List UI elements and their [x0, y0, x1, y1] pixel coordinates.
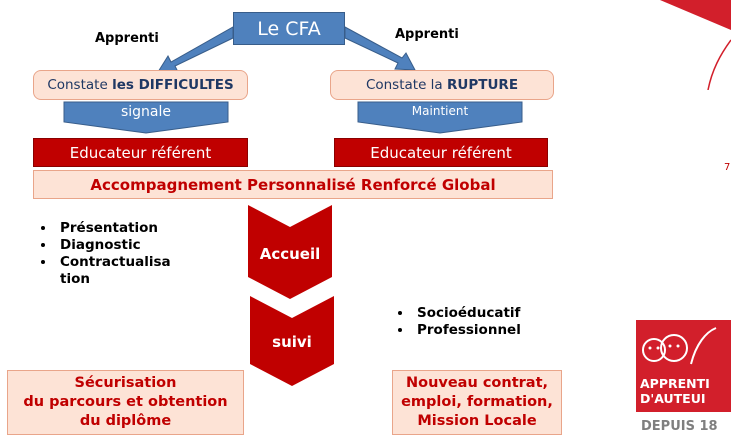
- logo: APPRENTI D'AUTEUI: [636, 320, 731, 412]
- right-arrow-label: Apprenti: [395, 27, 459, 42]
- outcome-right-box: Nouveau contrat, emploi, formation, Miss…: [392, 370, 562, 435]
- left-action-label: signale: [120, 104, 172, 120]
- left-arrow-label: Apprenti: [95, 31, 159, 46]
- outcome-left-line-1: Sécurisation: [74, 375, 177, 391]
- left-constate-prefix: Constate: [47, 77, 108, 93]
- logo-line-2: D'AUTEUI: [640, 391, 706, 406]
- cfa-box: Le CFA: [233, 12, 345, 45]
- outcome-left-box: Sécurisation du parcours et obtention du…: [7, 370, 244, 435]
- right-diagonal-arrow: [344, 26, 416, 71]
- program-banner-label: Accompagnement Personnalisé Renforcé Glo…: [90, 175, 496, 194]
- accueil-bullets: Présentation Diagnostic Contractualisa t…: [38, 220, 203, 288]
- left-educator-label: Educateur référent: [69, 143, 212, 162]
- right-constate-prefix: Constate la: [365, 77, 443, 93]
- accueil-bullet-1: Présentation: [56, 220, 203, 237]
- logo-line-1: APPRENTI: [640, 376, 710, 391]
- suivi-bullet-2: Professionnel: [413, 322, 555, 339]
- right-educator-label: Educateur référent: [370, 143, 512, 162]
- logo-since: DEPUIS 18: [641, 419, 718, 434]
- suivi-chevron: [250, 296, 334, 386]
- left-diagonal-arrow: [157, 26, 234, 73]
- accueil-bullet-2: Diagnostic: [56, 237, 203, 254]
- suivi-bullets: Socioéducatif Professionnel: [395, 305, 555, 339]
- suivi-label: suivi: [272, 333, 312, 351]
- outcome-right-line-1: Nouveau contrat,: [405, 375, 549, 391]
- left-educator-box: Educateur référent: [33, 138, 248, 167]
- program-banner: Accompagnement Personnalisé Renforcé Glo…: [33, 170, 553, 199]
- right-down-arrow: [357, 101, 523, 134]
- left-down-arrow: [63, 101, 229, 134]
- outcome-right-line-2: emploi, formation,: [401, 394, 553, 410]
- left-constate-box: Constate les DIFFICULTES: [33, 70, 248, 100]
- page-fragment: 7: [724, 162, 731, 173]
- right-educator-box: Educateur référent: [334, 138, 548, 167]
- suivi-bullet-1: Socioéducatif: [413, 305, 555, 322]
- right-constate-emphasis: RUPTURE: [447, 77, 519, 93]
- accueil-bullet-3: Contractualisa tion: [56, 254, 190, 288]
- cfa-label: Le CFA: [257, 17, 321, 40]
- accueil-chevron: [248, 205, 332, 299]
- right-action-label: Maintient: [411, 104, 469, 118]
- right-constate-box: Constate la RUPTURE: [330, 70, 554, 100]
- left-constate-emphasis: les DIFFICULTES: [112, 77, 234, 93]
- corner-decoration: [660, 0, 731, 90]
- outcome-left-line-3: du diplôme: [79, 413, 172, 429]
- outcome-right-line-3: Mission Locale: [417, 413, 537, 429]
- faces-icon: [642, 327, 717, 365]
- accueil-label: Accueil: [259, 245, 321, 263]
- outcome-left-line-2: du parcours et obtention: [23, 394, 228, 410]
